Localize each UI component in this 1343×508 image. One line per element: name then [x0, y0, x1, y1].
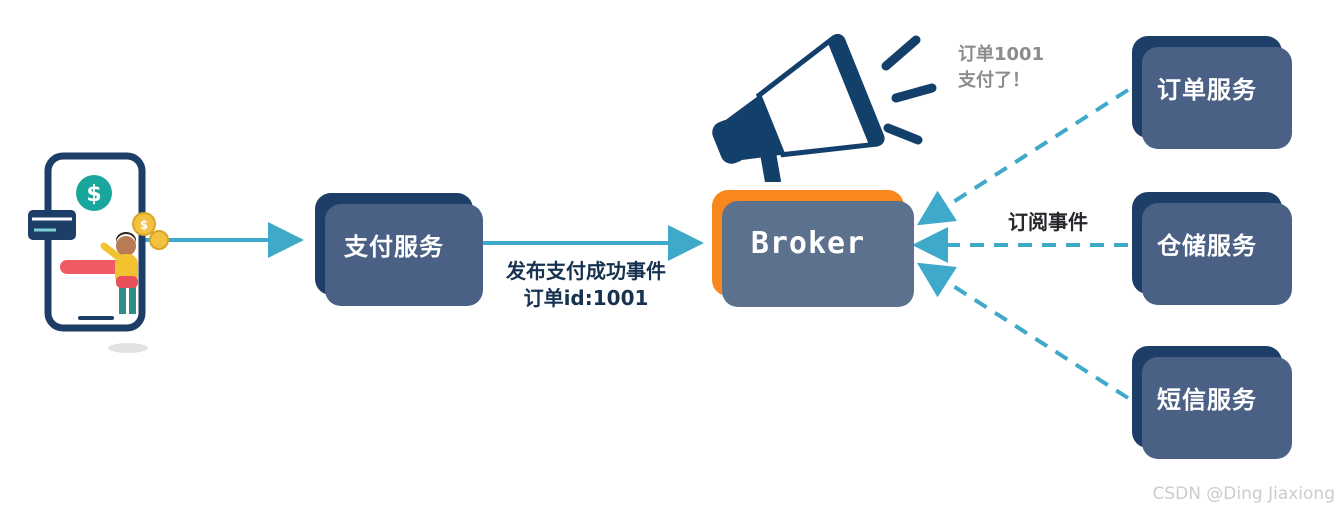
payment-service-label: 支付服务	[344, 232, 444, 261]
sound-line-2	[891, 83, 937, 103]
person-head	[116, 236, 136, 256]
publish-event-label: 发布支付成功事件 订单id:1001	[468, 258, 704, 312]
publish-event-line-2: 订单id:1001	[523, 286, 649, 310]
subscribe-event-label: 订阅事件	[1008, 210, 1088, 234]
credit-card-icon	[28, 210, 76, 240]
person-skirt	[116, 276, 138, 288]
sound-line-3	[883, 123, 923, 145]
gold-coin-dollar: $	[140, 218, 148, 232]
edge-sms-to-broker	[916, 262, 1130, 400]
node-broker: Broker	[712, 190, 904, 296]
dollar-sign: $	[86, 182, 101, 207]
broker-label: Broker	[750, 225, 866, 261]
person-hair	[116, 232, 136, 244]
megaphone-handle	[759, 144, 781, 182]
megaphone-icon	[712, 33, 937, 182]
person-leg-right	[129, 284, 136, 314]
person-shadow	[108, 343, 148, 353]
order-service-label: 订单服务	[1157, 75, 1257, 104]
node-order-service: 订单服务	[1132, 36, 1282, 138]
callout-line-2: 支付了！	[958, 70, 1030, 91]
gold-coin-small-icon	[149, 230, 169, 250]
dollar-coin-icon	[76, 175, 112, 211]
callout-line-1: 订单1001	[958, 44, 1045, 65]
red-bar	[60, 260, 122, 274]
node-payment-service: 支付服务	[315, 193, 473, 295]
person-leg-left	[119, 284, 126, 314]
watermark: CSDN @Ding Jiaxiong	[1152, 484, 1335, 504]
megaphone-bell	[828, 33, 885, 147]
node-warehouse-service: 仓储服务	[1132, 192, 1282, 294]
sms-service-label: 短信服务	[1157, 385, 1257, 414]
edge-order-to-broker	[916, 88, 1130, 226]
node-sms-service: 短信服务	[1132, 346, 1282, 448]
gold-coin-icon	[132, 212, 156, 236]
megaphone-callout: 订单1001 支付了！	[958, 42, 1044, 94]
sound-line-1	[881, 35, 921, 71]
warehouse-service-label: 仓储服务	[1157, 231, 1257, 260]
publish-event-line-1: 发布支付成功事件	[506, 259, 666, 283]
phone-payment-illustration: $ $	[28, 152, 169, 353]
